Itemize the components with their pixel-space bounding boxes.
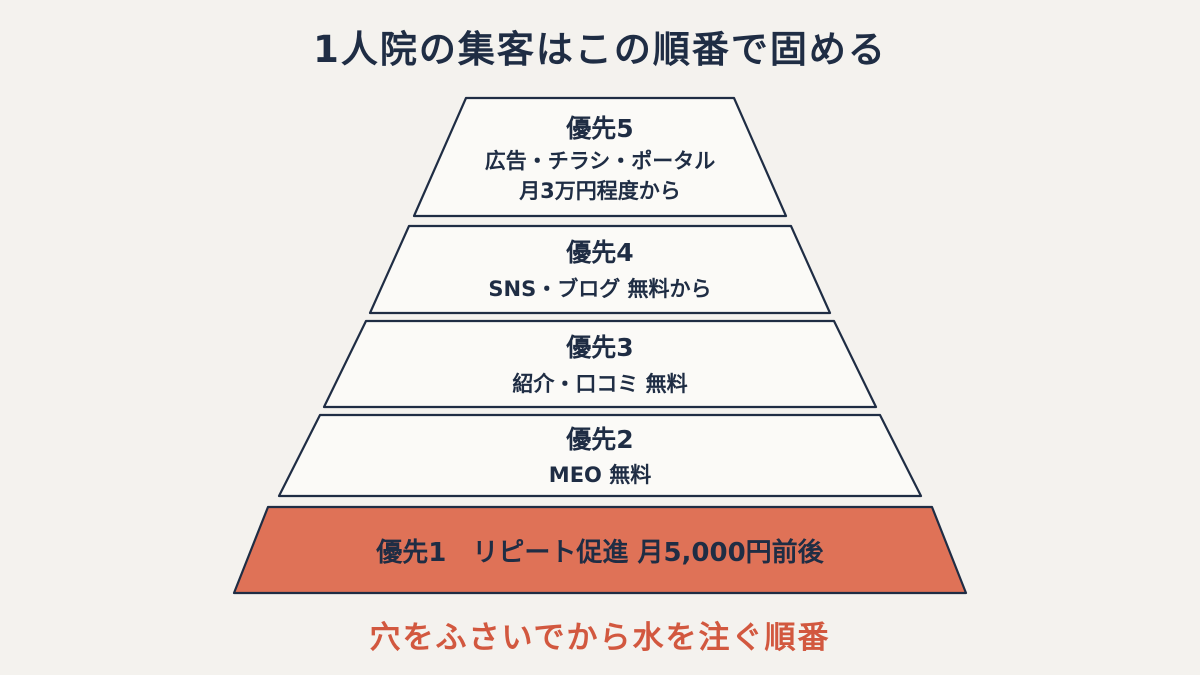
tier-priority-4-detail: SNS・ブログ 無料から <box>488 277 711 301</box>
tier-priority-5-shape <box>412 96 788 218</box>
tier-priority-3-heading: 優先3 <box>565 333 633 362</box>
tier-priority-5-channels: 広告・チラシ・ポータル <box>485 149 716 173</box>
tier-priority-2-heading: 優先2 <box>565 425 633 454</box>
tier-priority-3-shape <box>322 319 878 409</box>
page-title: 1人院の集客はこの順番で固める <box>313 28 887 71</box>
tier-priority-4: 優先4 SNS・ブログ 無料から <box>368 224 832 315</box>
tier-priority-1-shape <box>232 505 968 595</box>
tier-priority-1: 優先1 リピート促進 月5,000円前後 <box>232 505 968 595</box>
tier-priority-4-heading: 優先4 <box>565 238 633 267</box>
tier-priority-3: 優先3 紹介・口コミ 無料 <box>322 319 878 409</box>
footer-caption: 穴をふさいでから水を注ぐ順番 <box>369 620 830 656</box>
tier-priority-5-cost: 月3万円程度から <box>518 179 681 203</box>
tier-priority-1-label: 優先1 リピート促進 月5,000円前後 <box>375 537 824 568</box>
tier-priority-2-shape <box>277 413 923 498</box>
tier-priority-3-detail: 紹介・口コミ 無料 <box>512 372 687 396</box>
tier-priority-2: 優先2 MEO 無料 <box>277 413 923 498</box>
tier-priority-2-detail: MEO 無料 <box>549 463 651 487</box>
tier-priority-5: 優先5 広告・チラシ・ポータル 月3万円程度から <box>412 96 788 218</box>
tier-priority-4-shape <box>368 224 832 315</box>
tier-priority-5-heading: 優先5 <box>565 114 633 143</box>
